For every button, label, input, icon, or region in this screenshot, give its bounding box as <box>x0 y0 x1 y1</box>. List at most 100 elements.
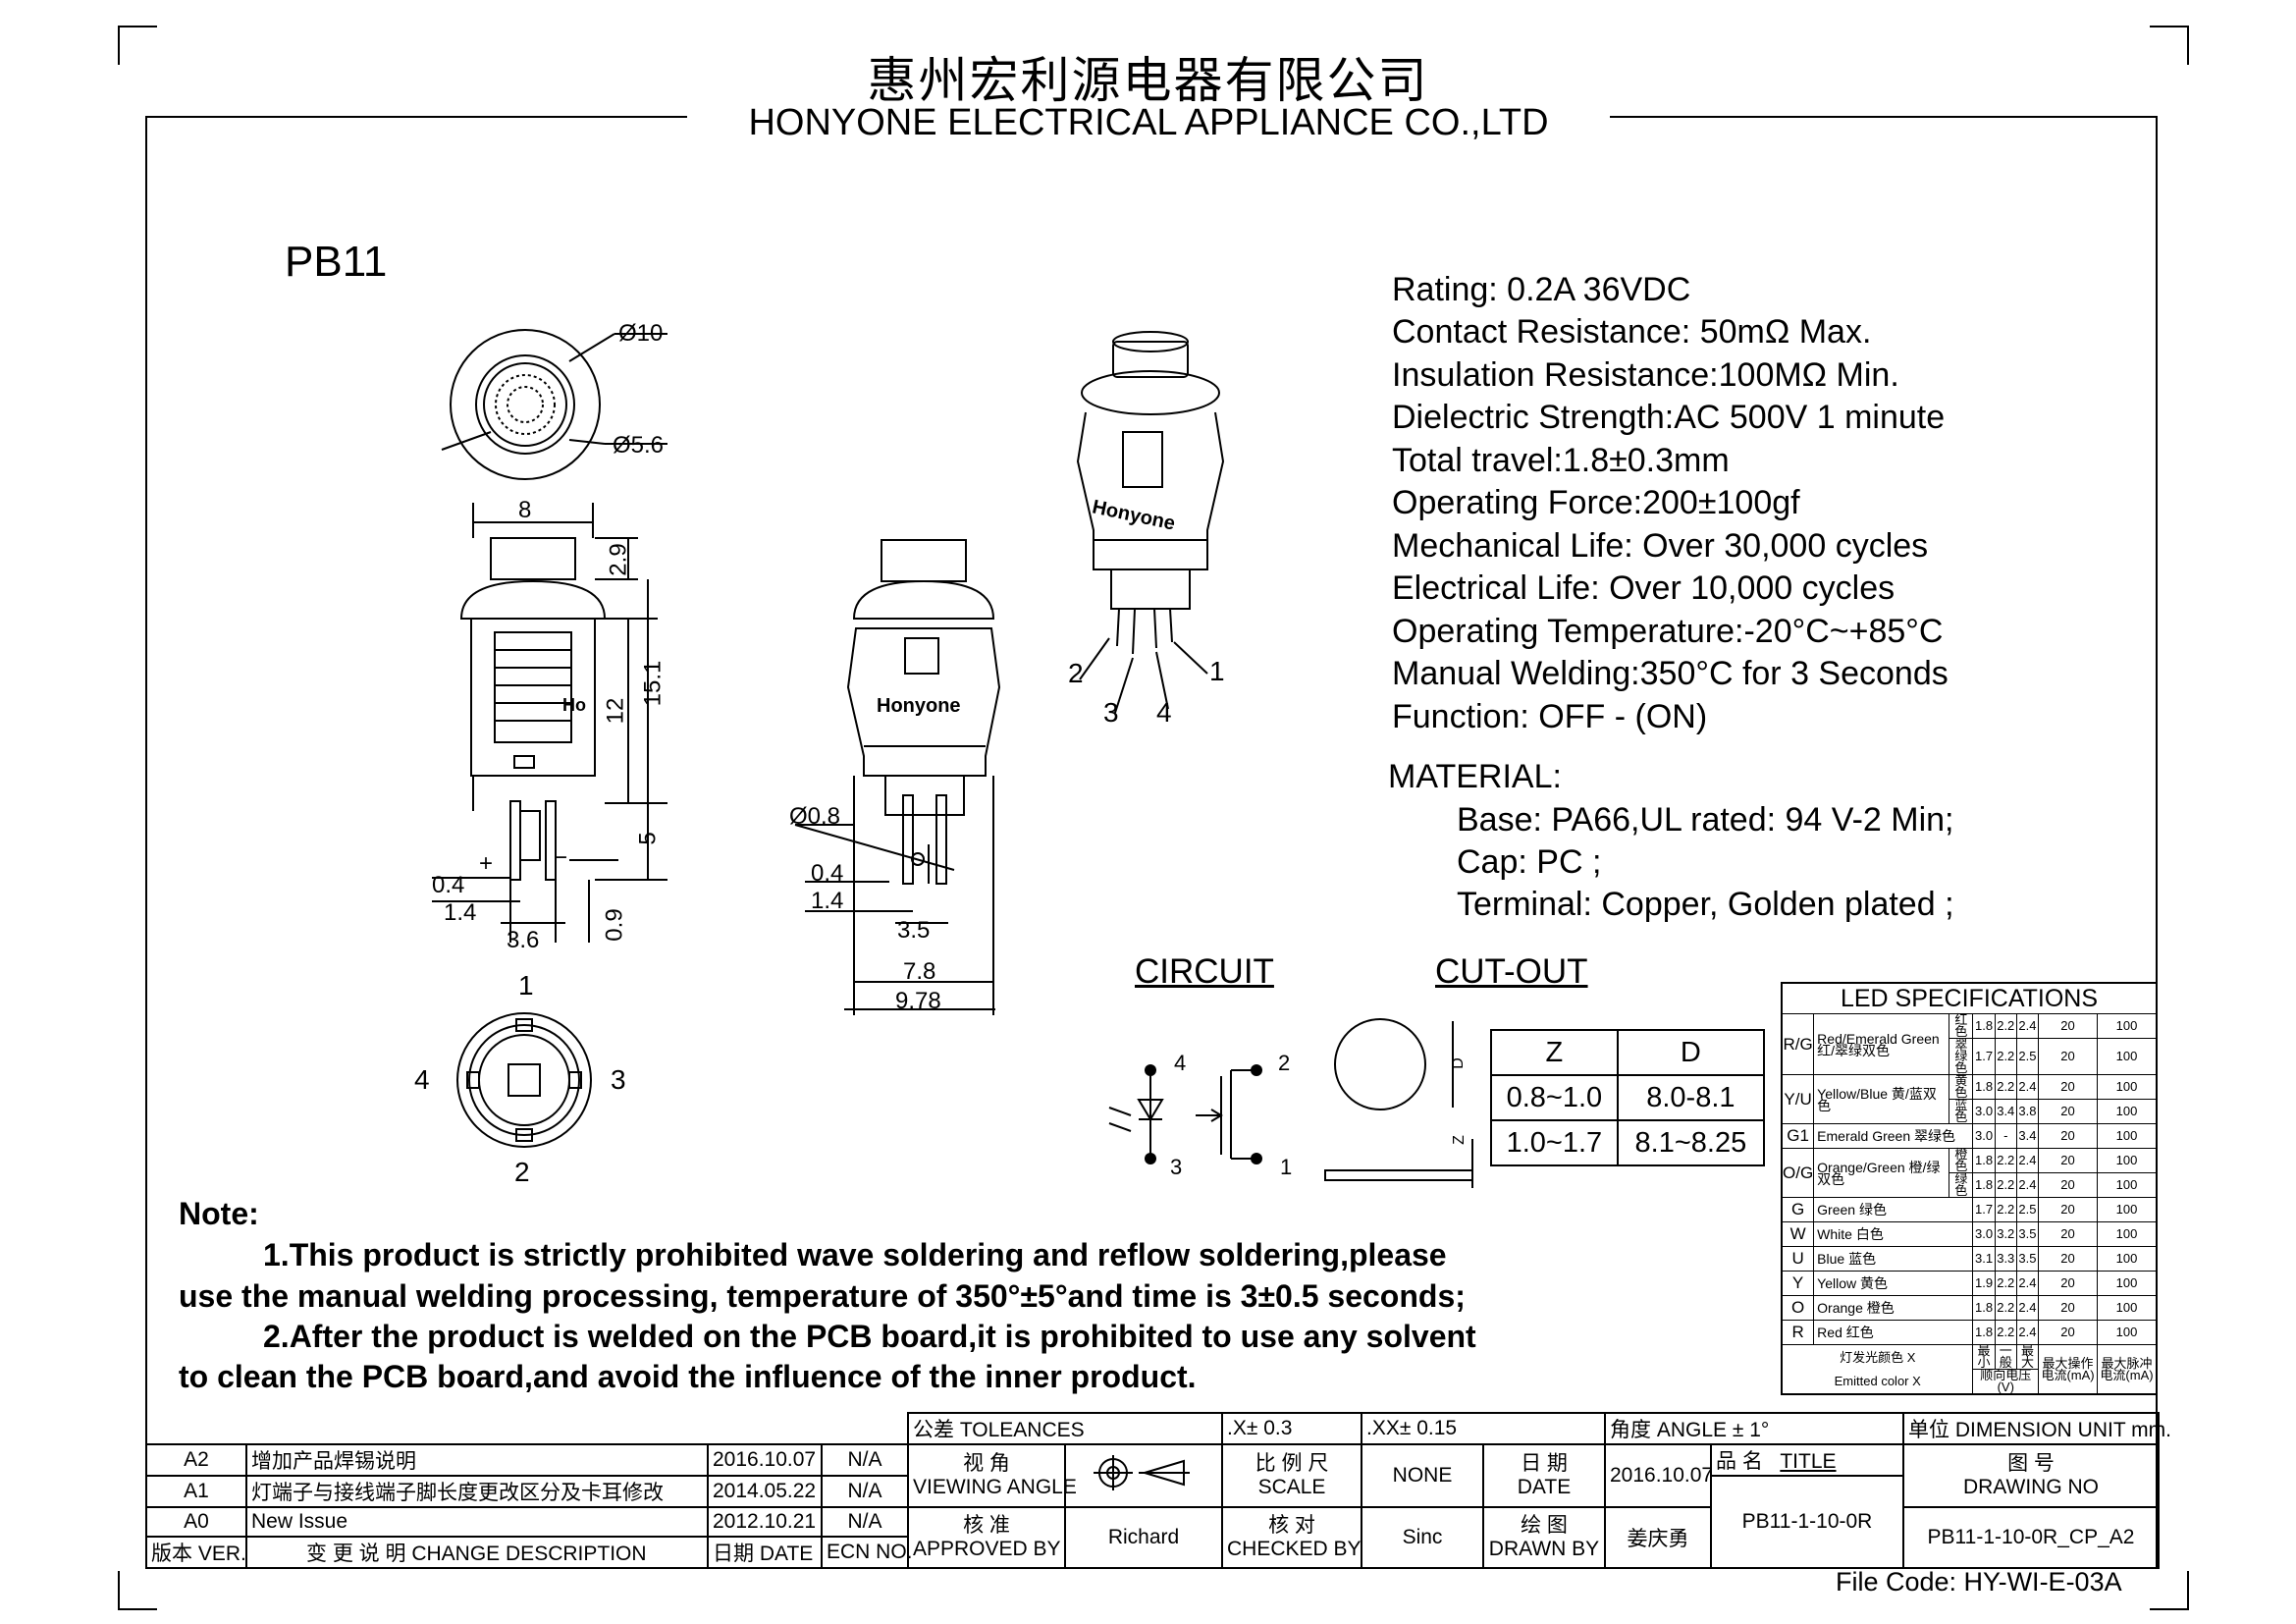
led-color-name: Red/Emerald Green 红/翠绿双色 <box>1813 1013 1950 1075</box>
cutout-label-z: Z <box>1450 1135 1468 1145</box>
led-value: 100 <box>2097 1295 2158 1321</box>
led-value: 1.8 <box>1972 1320 1996 1345</box>
spec-rating: Rating: 0.2A 36VDC <box>1392 271 1691 308</box>
title-block: 公差 TOLEANCES .X± 0.3 .XX± 0.15 角度 ANGLE … <box>145 1412 2171 1569</box>
projection-symbol <box>1064 1443 1223 1508</box>
led-value: 2.5 <box>2015 1197 2040 1222</box>
crop-mark-bottom-right <box>2150 1571 2189 1610</box>
led-footer-typ: 一般 <box>1994 1344 2017 1370</box>
led-value: 3.1 <box>1972 1246 1996 1272</box>
crop-mark-top-right <box>2150 26 2189 65</box>
led-code: Y <box>1781 1271 1815 1296</box>
led-value: 100 <box>2097 1246 2158 1272</box>
brand-mark-front: Ho <box>562 695 586 715</box>
led-code: U <box>1781 1246 1815 1272</box>
led-value: 2.2 <box>1994 1172 2017 1198</box>
tb-col-ver: 版本 VER. <box>145 1536 247 1569</box>
tb-scale-value: NONE <box>1361 1443 1484 1508</box>
rev-ver: A1 <box>145 1475 247 1508</box>
spec-manual-welding: Manual Welding:350°C for 3 Seconds <box>1392 655 1949 692</box>
tb-drawn-value: 姜庆勇 <box>1604 1506 1712 1569</box>
dim-h5: 5 <box>634 832 662 845</box>
led-color-name: Red 红色 <box>1813 1320 1974 1345</box>
led-value: 2.2 <box>1994 1320 2017 1345</box>
tb-title-value: PB11-1-10-0R <box>1710 1475 1904 1569</box>
note-title: Note: <box>179 1196 259 1231</box>
led-value: 1.7 <box>1972 1038 1996 1075</box>
led-color-name: Blue 蓝色 <box>1813 1246 1974 1272</box>
spec-electrical-life: Electrical Life: Over 10,000 cycles <box>1392 569 1896 607</box>
cutout-drawing <box>1324 1018 1473 1188</box>
iso-view-drawing <box>1076 331 1225 714</box>
led-code: G1 <box>1781 1123 1815 1149</box>
iso-pin-4: 4 <box>1156 697 1172 728</box>
tb-viewing-angle: 视 角 VIEWING ANGLE <box>907 1443 1077 1508</box>
led-value: 2.2 <box>1994 1074 2017 1100</box>
third-angle-projection-icon <box>1094 1455 1190 1490</box>
dim-v04: 0.4 <box>432 872 465 898</box>
led-value: 2.2 <box>1994 1295 2017 1321</box>
led-footer-min: 最小 <box>1972 1344 1996 1370</box>
led-value: 3.4 <box>2015 1123 2040 1149</box>
rev-desc: New Issue <box>245 1506 709 1538</box>
led-code: R/G <box>1781 1013 1815 1075</box>
led-value: 100 <box>2097 1271 2158 1296</box>
iso-pin-3: 3 <box>1103 697 1119 728</box>
spec-function: Function: OFF - (ON) <box>1392 698 1708 735</box>
led-value: 2.4 <box>2015 1295 2040 1321</box>
led-value: 2.4 <box>2015 1271 2040 1296</box>
dim-v09: 0.9 <box>601 908 628 942</box>
led-value: 3.0 <box>1972 1099 1996 1124</box>
led-value: 20 <box>2038 1148 2098 1173</box>
led-color-name: Yellow/Blue 黄/蓝双色 <box>1813 1074 1950 1124</box>
dim-d08: Ø0.8 <box>789 803 841 830</box>
cutout-title: CUT-OUT <box>1435 952 1588 991</box>
led-value: 3.3 <box>1994 1246 2017 1272</box>
led-footer-if: 最大操作电流(mA) <box>2038 1344 2098 1395</box>
note-line-4: to clean the PCB board,and avoid the inf… <box>179 1359 1197 1394</box>
led-value: 20 <box>2038 1038 2098 1075</box>
tb-tol-x: .X± 0.3 <box>1221 1412 1362 1445</box>
tb-col-date: 日期 DATE <box>707 1536 823 1569</box>
led-value: 2.2 <box>1994 1013 2017 1039</box>
led-value: 100 <box>2097 1123 2158 1149</box>
spec-dielectric-strength: Dielectric Strength:AC 500V 1 minute <box>1392 399 1946 436</box>
led-value: 2.2 <box>1994 1038 2017 1075</box>
led-value: 3.4 <box>1994 1099 2017 1124</box>
spec-insulation-resistance: Insulation Resistance:100MΩ Min. <box>1392 356 1899 394</box>
dim-s04: 0.4 <box>811 860 844 887</box>
side-view-drawing <box>794 539 1001 1015</box>
led-sub-color: 绿色 <box>1949 1172 1974 1198</box>
rev-ver: A0 <box>145 1506 247 1538</box>
led-color-name: Yellow 黄色 <box>1813 1271 1974 1296</box>
tb-col-ecn: ECN NO. <box>821 1536 913 1569</box>
tb-date-value: 2016.10.07 <box>1604 1443 1713 1508</box>
crop-mark-top-left <box>118 26 157 65</box>
dim-v14: 1.4 <box>444 899 477 926</box>
company-name-cn: 惠州宏利源电器有限公司 <box>867 52 1429 109</box>
led-value: 100 <box>2097 1221 2158 1247</box>
led-code: W <box>1781 1221 1815 1247</box>
dim-plus: + <box>479 850 494 877</box>
led-code: R <box>1781 1320 1815 1345</box>
dim-h12: 12 <box>602 697 629 725</box>
led-value: 1.9 <box>1972 1271 1996 1296</box>
rev-desc: 灯端子与接线端子脚长度更改区分及卡耳修改 <box>245 1475 709 1508</box>
led-value: 1.8 <box>1972 1013 1996 1039</box>
led-value: 100 <box>2097 1148 2158 1173</box>
led-footer-max: 最大 <box>2015 1344 2040 1370</box>
top-view-drawing <box>441 329 667 480</box>
bottom-pin-1: 1 <box>518 970 534 1001</box>
bottom-pin-3: 3 <box>611 1064 626 1095</box>
tb-approved-label: 核 准 APPROVED BY <box>907 1506 1066 1569</box>
led-value: 100 <box>2097 1320 2158 1345</box>
led-color-name: Green 绿色 <box>1813 1197 1974 1222</box>
brand-mark-side: Honyone <box>877 695 961 717</box>
led-value: 1.7 <box>1972 1197 1996 1222</box>
cutout-label-d: D <box>1449 1057 1467 1069</box>
